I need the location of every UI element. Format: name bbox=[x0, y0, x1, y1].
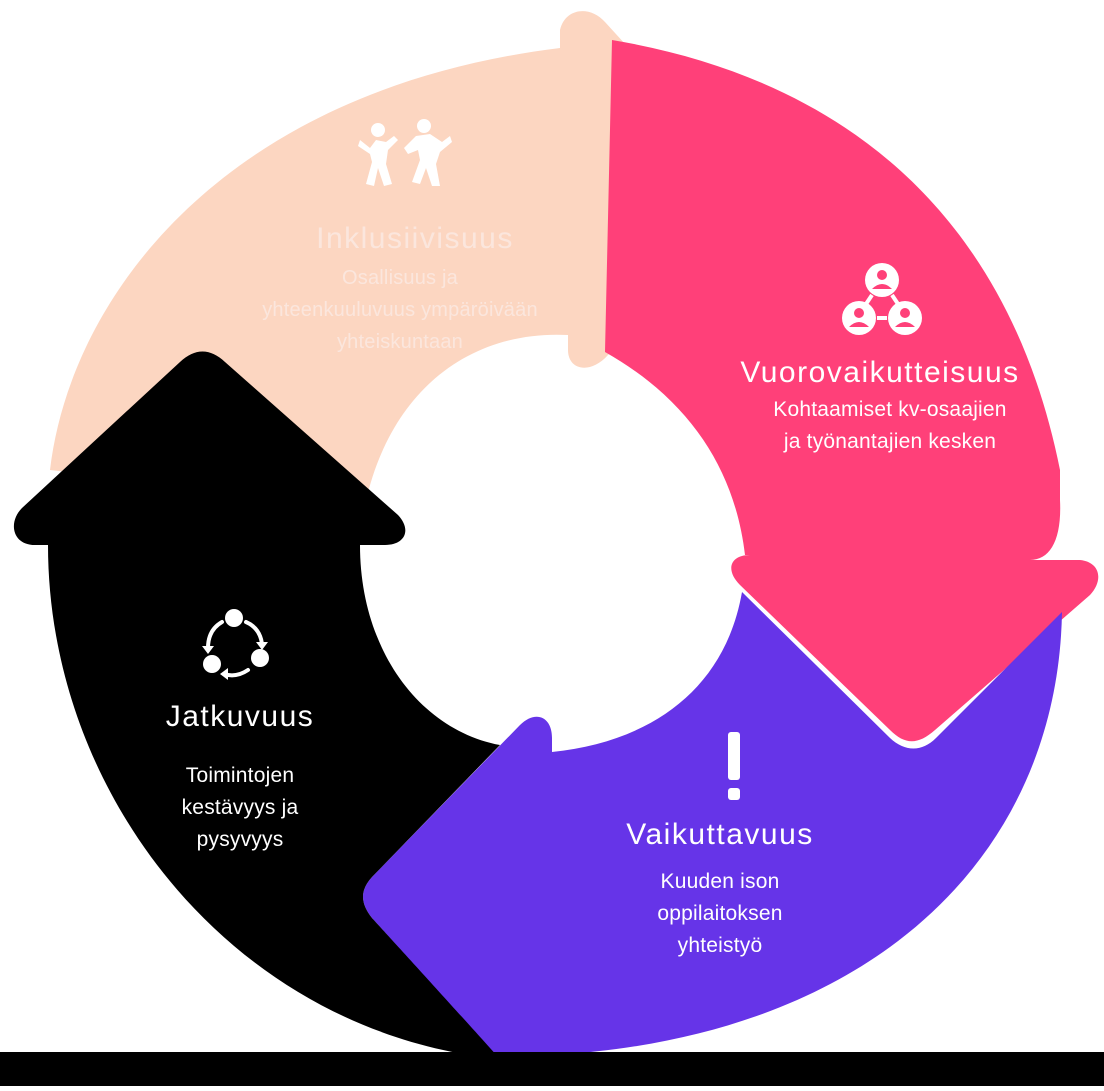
inclusion-title: Inklusiivisuus bbox=[316, 222, 514, 255]
interaction-description-line: ja työnantajien kesken bbox=[783, 430, 997, 453]
inclusion-description-line: yhteenkuuluvuus ympäröivään bbox=[262, 299, 538, 321]
impact-title: Vaikuttavuus bbox=[626, 818, 814, 851]
inclusion-description-line: yhteiskuntaan bbox=[336, 331, 464, 353]
impact-description-line: Kuuden ison bbox=[660, 870, 780, 893]
network-people-icon bbox=[842, 263, 922, 335]
impact-description: Kuuden ison oppilaitoksen yhteistyö bbox=[560, 866, 880, 962]
impact-description-line: yhteistyö bbox=[677, 934, 763, 957]
continuity-description-line: kestävyys ja bbox=[181, 796, 299, 819]
cycle-arrows-icon bbox=[202, 609, 269, 680]
continuity-description: Toimintojen kestävyys ja pysyvyys bbox=[120, 760, 360, 856]
dancing-people-icon bbox=[358, 119, 452, 186]
continuity-title: Jatkuvuus bbox=[165, 700, 315, 733]
continuity-description-line: pysyvyys bbox=[196, 828, 284, 851]
segment-continuity bbox=[13, 351, 519, 1080]
impact-description-line: oppilaitoksen bbox=[657, 902, 783, 925]
interaction-description: Kohtaamiset kv-osaajien ja työnantajien … bbox=[700, 394, 1080, 458]
interaction-title: Vuorovaikutteisuus bbox=[740, 356, 1020, 389]
exclamation-icon bbox=[728, 732, 740, 800]
interaction-description-line: Kohtaamiset kv-osaajien bbox=[773, 398, 1007, 421]
inclusion-description: Osallisuus ja yhteenkuuluvuus ympäröivää… bbox=[170, 262, 630, 358]
segment-interaction bbox=[605, 40, 1099, 742]
bottom-bar bbox=[0, 1052, 1104, 1086]
inclusion-description-line: Osallisuus ja bbox=[342, 267, 458, 289]
continuity-description-line: Toimintojen bbox=[185, 764, 295, 787]
segment-impact bbox=[363, 592, 1062, 1090]
